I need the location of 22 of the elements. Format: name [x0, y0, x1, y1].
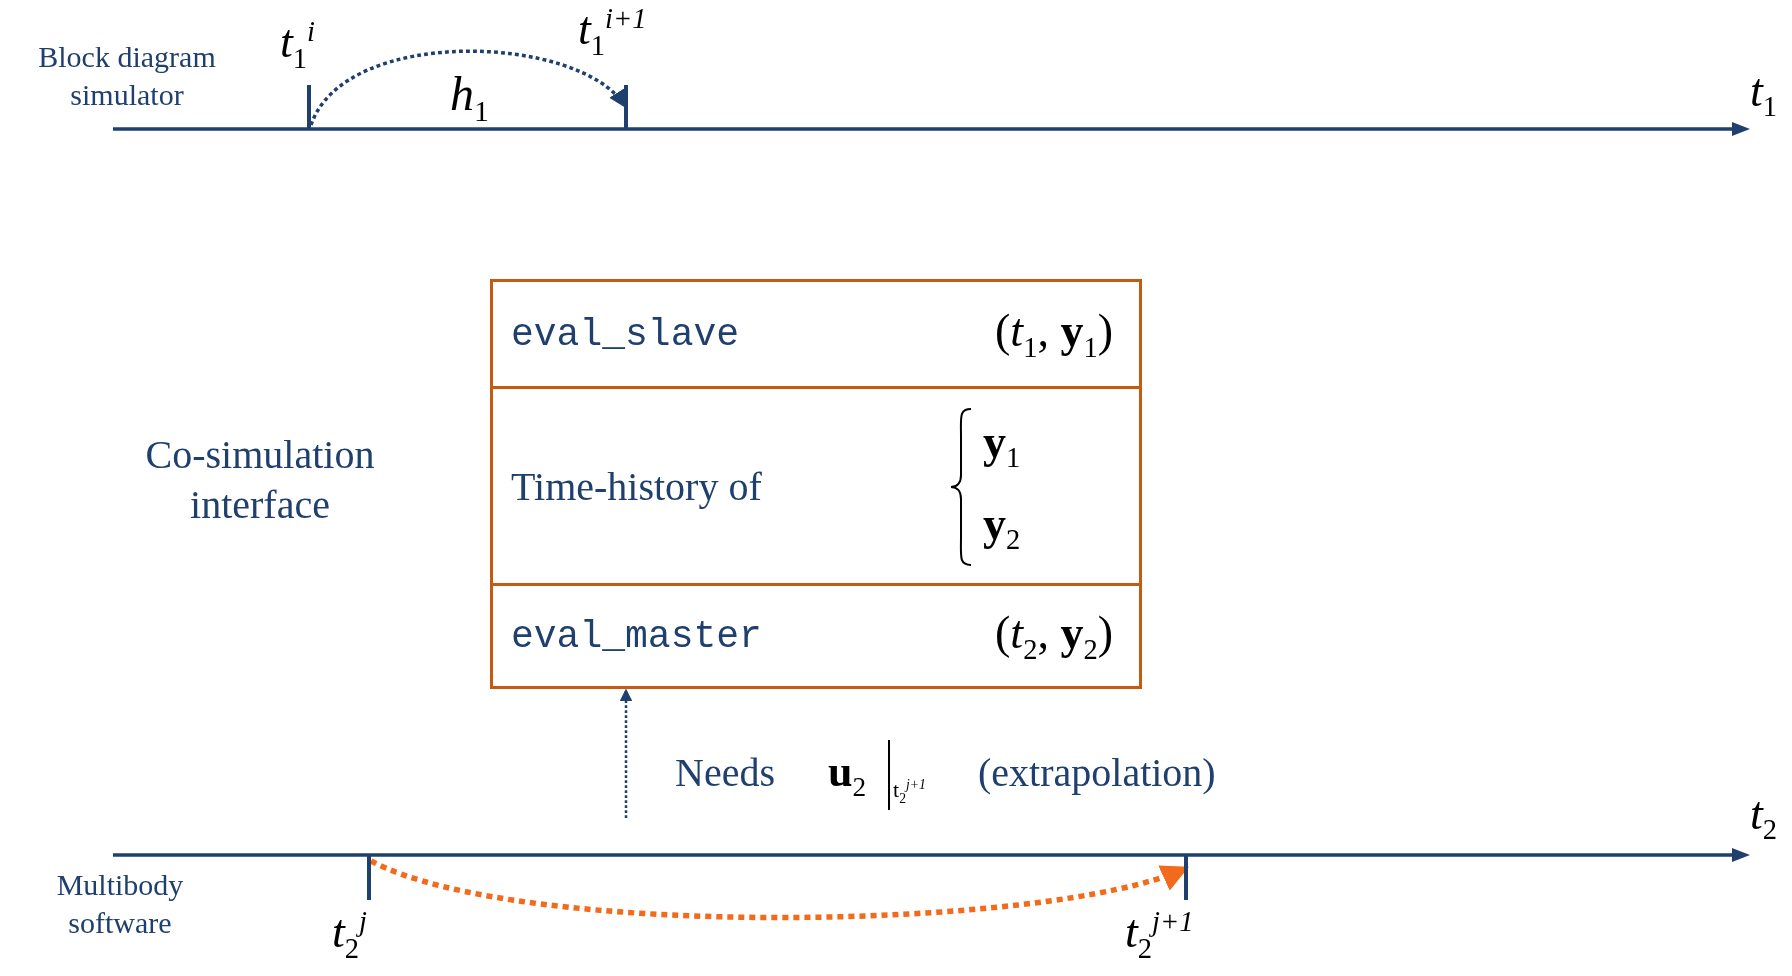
interface-table: [490, 279, 1142, 689]
dotted-arrow: [619, 688, 633, 818]
tick-mark: [624, 85, 628, 129]
axis-label: t$_{2}$: [1750, 787, 1778, 848]
math-expression: (t$_{2}$, y$_{2}$): [995, 606, 1113, 666]
annotation-text: Needs: [675, 749, 775, 797]
math-symbol: y$_{2}$: [983, 499, 1021, 556]
row-text: Time-history of: [511, 462, 762, 510]
function-name: eval_master: [511, 614, 762, 658]
section-label: Co-simulation interface: [144, 431, 376, 529]
row-label: Multibody software: [55, 867, 185, 941]
math-expression: (t$_{1}$, y$_{1}$): [995, 304, 1113, 364]
tick-mark: [367, 855, 371, 900]
math-symbol: u$_{2}$: [828, 746, 867, 804]
tick-mark: [1184, 855, 1188, 900]
row-label: Block diagram simulator: [37, 39, 217, 113]
tick-mark: [307, 85, 311, 129]
annotation-text: (extrapolation): [978, 749, 1216, 797]
dotted-arrow: [309, 49, 627, 126]
math-symbol: y$_{1}$: [983, 417, 1021, 474]
function-name: eval_slave: [511, 312, 740, 356]
axis-label: t$_{1}$: [1750, 64, 1778, 125]
